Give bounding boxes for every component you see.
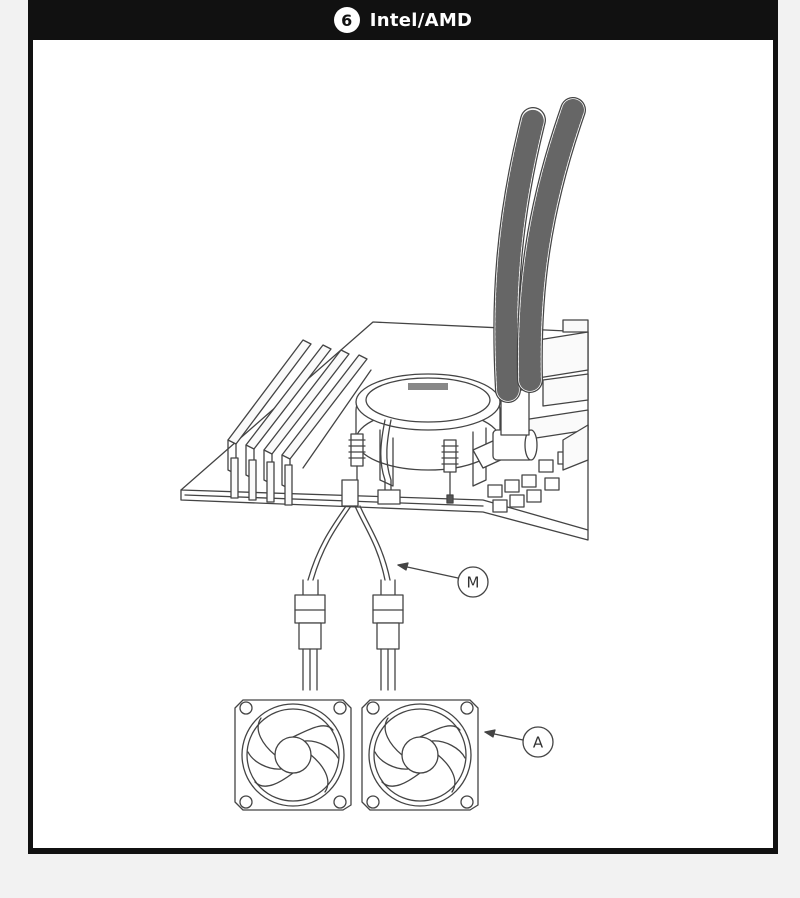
callout-a-label: A [533, 734, 544, 752]
step-title: Intel/AMD [369, 9, 473, 31]
motherboard-components [487, 319, 589, 513]
callout-m-arrow [397, 562, 409, 571]
hose-elbow [472, 389, 538, 469]
instruction-frame: 6 Intel/AMD [28, 0, 778, 854]
mounting-screws [348, 433, 459, 504]
callout-a-circle [522, 726, 554, 758]
step-number-badge: 6 [333, 7, 360, 33]
pump-block [355, 373, 501, 487]
tubes [493, 97, 586, 403]
callout-m-circle [457, 566, 489, 598]
fan-2 [361, 699, 479, 811]
pump-cable [377, 419, 401, 505]
fan-1 [234, 699, 352, 811]
splitter-cable [302, 479, 396, 596]
callout-a-arrow [484, 729, 496, 738]
callout-m-label: M [467, 574, 480, 592]
ram-slots [227, 339, 372, 506]
callout-m-leader [397, 564, 459, 579]
fan-connectors [294, 594, 404, 691]
step-header: 6 Intel/AMD [28, 0, 778, 40]
diagram-panel: M A [33, 40, 773, 848]
installation-diagram: M A [180, 97, 589, 811]
